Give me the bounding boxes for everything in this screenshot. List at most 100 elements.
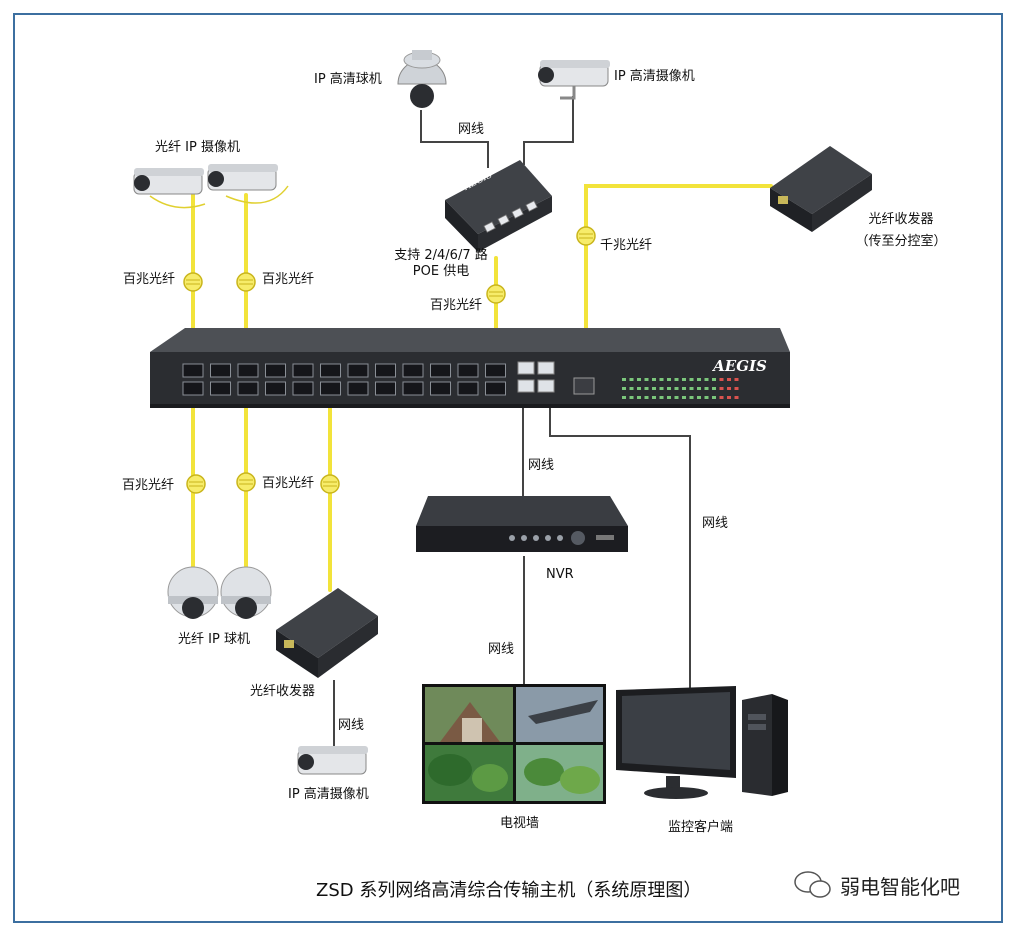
status-led — [622, 396, 626, 399]
pc-tower-side — [772, 694, 788, 796]
fiber-transceiver-right: AEGIS — [770, 146, 872, 232]
label-fiber-ip-dome: 光纤 IP 球机 — [178, 632, 250, 647]
status-led — [682, 378, 686, 381]
status-led — [712, 387, 716, 390]
fiber-ip-camera-b — [207, 164, 278, 191]
sfp-port — [210, 363, 231, 378]
status-led — [667, 396, 671, 399]
label-network-cable-nvr: 网线 — [528, 458, 555, 473]
monitor-screen — [622, 692, 730, 770]
nvr-top — [416, 496, 628, 526]
poe-switch-side — [478, 196, 552, 252]
status-led — [644, 396, 649, 399]
poe-switch: AEGIS — [445, 160, 552, 252]
sfp-port — [237, 363, 259, 378]
fiber-coil — [183, 272, 203, 292]
fiber-coil — [236, 272, 256, 292]
fiber-coil-markers — [183, 226, 596, 494]
status-led — [712, 396, 716, 399]
switch-top-face — [150, 328, 790, 352]
cable-switch-to-client — [549, 400, 691, 690]
status-led — [674, 387, 679, 390]
nvr-device — [416, 496, 628, 552]
sfp-port — [237, 381, 259, 396]
status-led — [637, 387, 641, 390]
switch-gigabit-port — [573, 377, 595, 395]
status-led — [667, 378, 671, 381]
sfp-port — [347, 363, 369, 378]
poe-switch-front — [445, 200, 478, 252]
status-led — [719, 387, 724, 390]
label-tv-wall: 电视墙 — [500, 816, 540, 831]
status-led — [629, 378, 634, 381]
status-led — [734, 378, 739, 381]
sfp-port — [265, 381, 286, 396]
label-fiber-100m-c: 百兆光纤 — [122, 478, 175, 493]
label-network-cable-bottom: 网线 — [338, 718, 365, 733]
transceiver-bottom-top — [276, 588, 378, 658]
transceiver-right-side — [812, 174, 872, 232]
status-led — [629, 396, 634, 399]
sfp-port — [375, 381, 396, 396]
status-led — [682, 387, 686, 390]
status-led — [667, 387, 671, 390]
sfp-port — [265, 363, 286, 378]
sfp-port — [320, 363, 341, 378]
label-fiber-100m-b: 百兆光纤 — [262, 272, 315, 287]
status-led — [644, 378, 649, 381]
label-fiber-100m-a: 百兆光纤 — [123, 272, 176, 287]
switch-front-panel — [150, 352, 790, 408]
cable-dome-to-poe — [420, 110, 489, 168]
fiber-ip-dome-b — [220, 566, 272, 619]
transceiver-bottom-side — [318, 616, 378, 678]
status-led — [637, 396, 641, 399]
watermark-text: 弱电智能化吧 — [840, 875, 960, 899]
fiber-loop-b — [225, 185, 289, 204]
pc-tower-front — [742, 694, 772, 796]
label-gigabit-fiber: 千兆光纤 — [600, 238, 653, 253]
status-led — [659, 378, 664, 381]
fiber-coil — [236, 472, 256, 492]
status-led — [689, 387, 694, 390]
fiber-coil — [576, 226, 596, 246]
ip-dome-camera-top — [397, 50, 447, 108]
status-led — [704, 387, 709, 390]
sfp-port — [485, 381, 506, 396]
status-led — [674, 378, 679, 381]
fiber-loop-a — [149, 195, 206, 209]
label-poe-support-2: POE 供电 — [412, 264, 470, 279]
label-ip-dome-top: IP 高清球机 — [314, 72, 382, 87]
label-transceiver-right-1: 光纤收发器 — [868, 212, 934, 227]
sfp-port — [347, 381, 369, 396]
sfp-port — [485, 363, 506, 378]
status-led — [697, 378, 701, 381]
status-led — [734, 396, 739, 399]
cable-bullet-to-poe — [523, 96, 574, 165]
diagram-caption: ZSD 系列网络高清综合传输主机（系统原理图） — [316, 880, 702, 901]
status-led — [689, 396, 694, 399]
label-network-cable-tv: 网线 — [488, 642, 515, 657]
ip-bullet-camera-bottom — [297, 746, 368, 775]
switch-sfp-ports — [182, 363, 506, 396]
sfp-port — [430, 363, 451, 378]
sfp-port — [430, 381, 451, 396]
status-led — [637, 378, 641, 381]
status-led — [689, 378, 694, 381]
label-transceiver-bottom: 光纤收发器 — [250, 684, 316, 699]
status-led — [719, 378, 724, 381]
label-monitor-client: 监控客户端 — [668, 820, 734, 835]
sfp-port — [292, 363, 314, 378]
status-led — [697, 396, 701, 399]
status-led — [712, 378, 716, 381]
status-led — [727, 396, 731, 399]
status-led — [644, 387, 649, 390]
fiber-transceiver-bottom: AEGIS — [276, 588, 378, 678]
label-transceiver-right-2: （传至分控室） — [855, 234, 947, 249]
label-fiber-ip-camera: 光纤 IP 摄像机 — [155, 140, 240, 155]
wechat-icon — [794, 871, 831, 898]
sfp-port — [182, 363, 204, 378]
label-network-cable-top: 网线 — [458, 122, 485, 137]
sfp-port — [375, 363, 396, 378]
status-led — [622, 378, 626, 381]
transceiver-right-top — [770, 146, 872, 214]
